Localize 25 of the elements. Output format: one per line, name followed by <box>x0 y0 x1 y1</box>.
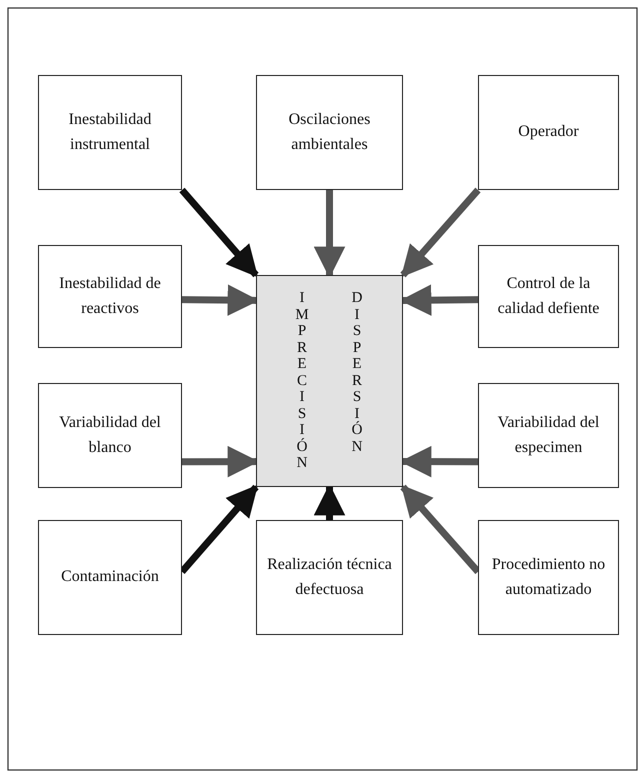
cause-box <box>256 75 403 190</box>
box-label: Procedimiento no automatizado <box>490 554 606 600</box>
cause-box <box>256 520 403 635</box>
cause-box <box>478 75 619 190</box>
box-label: Oscilaciones ambientales <box>288 110 372 154</box>
box-label: Control de la calidad defiente <box>496 274 600 318</box>
arrow <box>400 188 481 278</box>
cause-box <box>478 520 619 635</box>
box-label: Inestabilidad de reactivos <box>58 274 162 318</box>
central-box <box>256 275 403 487</box>
box-label: Inestabilidad instrumental <box>68 110 152 154</box>
box-label: Realización técnica defectuosa <box>266 554 393 600</box>
box-label: Variabilidad del especimen <box>496 412 600 458</box>
cause-box <box>478 245 619 348</box>
box-label: Operador <box>518 122 579 142</box>
arrow <box>179 188 259 278</box>
cause-box <box>38 245 182 348</box>
cause-box <box>478 383 619 488</box>
cause-box <box>38 520 182 635</box>
cause-box <box>38 383 182 488</box>
cause-box <box>38 75 182 190</box>
box-label: Contaminación <box>61 567 159 588</box>
vertical-label: IMPRECISIÓN <box>294 290 318 472</box>
vertical-label: DISPERSIÓN <box>350 290 372 455</box>
box-label: Variabilidad del blanco <box>58 412 162 458</box>
